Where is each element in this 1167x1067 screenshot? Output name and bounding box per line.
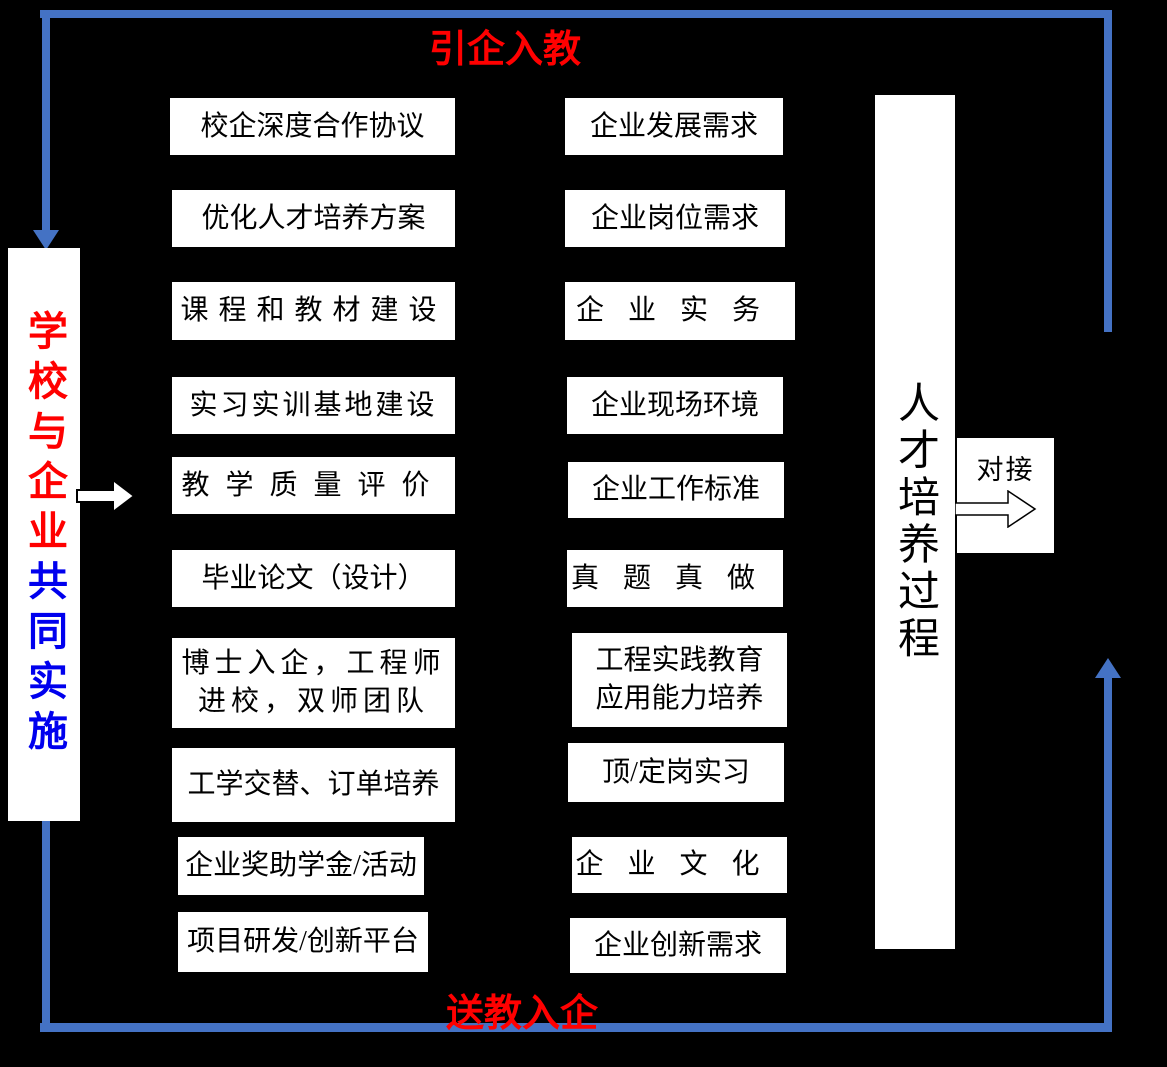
school-box-3: 课程和教材建设 (172, 282, 455, 340)
school-box-9-label: 企业奖助学金/活动 (185, 850, 417, 882)
pillar-to-column-arrow-icon (76, 478, 136, 514)
school-box-3-label: 课程和教材建设 (180, 295, 447, 327)
connect-arrow-icon (955, 490, 1037, 528)
enterprise-box-3-label: 企业实务 (575, 295, 784, 327)
school-box-1-label: 校企深度合作协议 (200, 110, 425, 142)
school-box-6: 毕业论文（设计） (172, 550, 455, 607)
enterprise-box-10-label: 企业创新需求 (593, 929, 762, 961)
school-box-4: 实习实训基地建设 (172, 377, 455, 434)
connect-box: 对接 (957, 438, 1054, 553)
pillar-red-text: 学校与企业 (22, 309, 67, 560)
loop-right-top-line (1104, 10, 1112, 332)
enterprise-box-6-label: 真题真做 (570, 562, 779, 594)
school-box-2-label: 优化人才培养方案 (201, 202, 426, 234)
enterprise-box-9-label: 企业文化 (575, 849, 784, 881)
pillar-blue-text: 共同实施 (22, 559, 67, 760)
loop-left-top-line (42, 10, 50, 230)
enterprise-box-5-label: 企业工作标准 (591, 474, 760, 506)
school-box-10-label: 项目研发/创新平台 (187, 926, 419, 958)
enterprise-box-3: 企业实务 (565, 282, 795, 340)
enterprise-box-4: 企业现场环境 (567, 377, 783, 434)
enterprise-box-7: 工程实践教育应用能力培养 (572, 633, 787, 727)
enterprise-box-1: 企业发展需求 (565, 98, 783, 155)
school-box-1: 校企深度合作协议 (170, 98, 455, 155)
loop-left-bottom-line (42, 821, 50, 1032)
school-box-7-label-line1: 博士入企，工程师 (181, 648, 446, 680)
enterprise-box-9: 企业文化 (572, 837, 787, 893)
enterprise-box-10: 企业创新需求 (570, 918, 786, 973)
loop-right-bottom-line (1104, 678, 1112, 1032)
enterprise-box-5: 企业工作标准 (568, 462, 784, 518)
enterprise-box-7-label-line1: 工程实践教育 (595, 645, 764, 677)
school-box-7-label-line2: 进校，双师团队 (197, 686, 429, 717)
school-box-2: 优化人才培养方案 (172, 190, 455, 247)
enterprise-box-7-label-line2: 应用能力培养 (595, 683, 764, 714)
talent-process-pillar-text: 人才培养过程 (891, 381, 938, 663)
enterprise-box-2-label: 企业岗位需求 (590, 202, 759, 234)
school-box-4-label: 实习实训基地建设 (189, 389, 438, 421)
enterprise-box-1-label: 企业发展需求 (589, 110, 758, 142)
school-box-10: 项目研发/创新平台 (178, 912, 428, 972)
school-box-5-label: 教学质量评价 (181, 469, 446, 501)
loop-up-arrowhead-icon (1095, 658, 1121, 678)
school-enterprise-pillar-text: 学校与企业共同实施 (15, 310, 73, 760)
enterprise-box-8-label: 顶/定岗实习 (602, 756, 750, 788)
loop-top-line (40, 10, 1112, 18)
school-box-5: 教学质量评价 (172, 457, 455, 514)
enterprise-box-4-label: 企业现场环境 (590, 389, 759, 421)
enterprise-box-6: 真题真做 (567, 550, 783, 607)
enterprise-box-8: 顶/定岗实习 (568, 743, 784, 802)
top-banner: 引企入教 (429, 29, 582, 71)
loop-down-arrowhead-icon (33, 230, 59, 250)
school-box-8: 工学交替、订单培养 (172, 748, 455, 822)
school-enterprise-pillar: 学校与企业共同实施 (8, 248, 80, 821)
bottom-banner: 送教入企 (446, 993, 599, 1035)
school-box-8-label: 工学交替、订单培养 (187, 769, 440, 801)
school-box-9: 企业奖助学金/活动 (178, 837, 424, 895)
loop-bottom-line (40, 1023, 1112, 1032)
school-box-6-label: 毕业论文（设计） (201, 562, 426, 594)
school-box-7: 博士入企，工程师进校，双师团队 (172, 638, 455, 728)
talent-process-pillar: 人才培养过程 (875, 95, 955, 949)
connect-label: 对接 (976, 455, 1035, 485)
enterprise-box-2: 企业岗位需求 (565, 190, 785, 247)
